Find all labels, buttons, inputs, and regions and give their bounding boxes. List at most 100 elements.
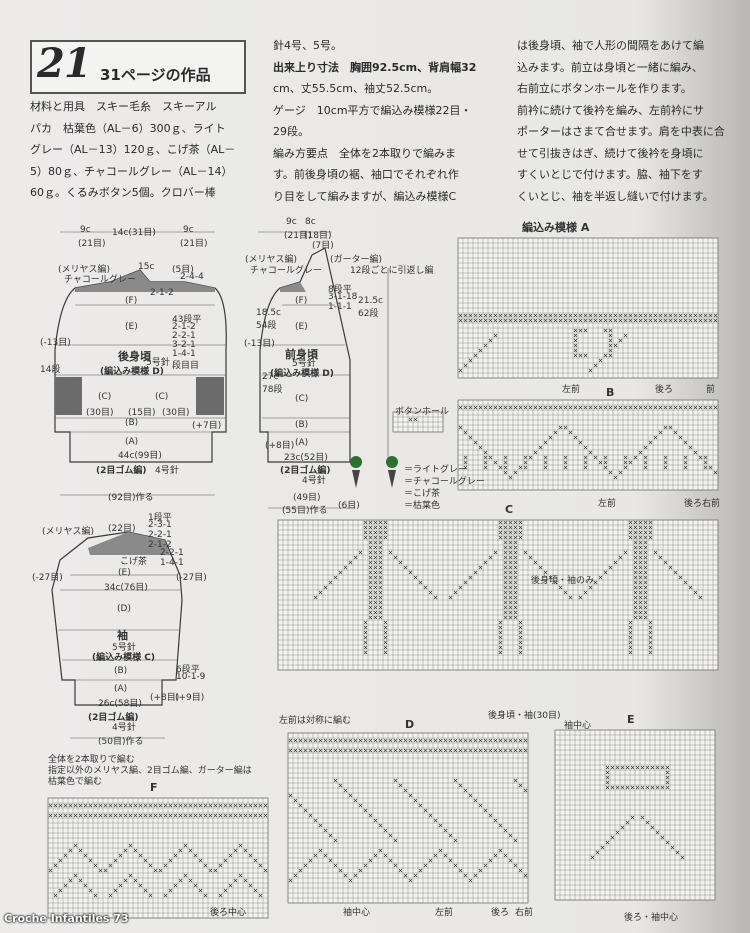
materials-line: 材料と用具 スキー毛糸 スキーアル (30, 100, 217, 113)
front-label: チャコールグレー (250, 266, 322, 276)
back-side: (15目) (128, 408, 156, 418)
front-top-dim: (18目) (304, 231, 332, 241)
front-shoulder-shade (280, 282, 306, 292)
specs-line: 出来上り寸法 胸囲92.5cm、背肩幅32 (273, 60, 477, 74)
sleeve-label: (50目)作る (98, 737, 144, 747)
chart-c-label: 袖中心 (564, 721, 592, 731)
back-label: (メリヤス編) (58, 265, 111, 275)
legend-item: ＝ライトグレー (404, 465, 468, 475)
front-top-dim: (7目) (312, 241, 334, 251)
doll-figures (350, 456, 398, 488)
back-side: (5目) (172, 265, 194, 275)
instructions-line: 込みます。前立は身頃と一緒に編み、 (517, 60, 703, 74)
back-label: 5号針 (146, 358, 170, 368)
back-side: 2-4-4 (180, 272, 204, 282)
front-label: (B) (295, 420, 309, 430)
chart-d-label: 左前 (435, 908, 454, 918)
chart-c-footnote: 左前は対称に編む (279, 716, 352, 726)
front-label: (2目ゴム編) (280, 466, 331, 476)
materials-line: パカ 枯葉色（AL－6）300ｇ、ライト (30, 121, 226, 135)
chart-c-grid (277, 519, 719, 671)
back-label: (C) (155, 392, 169, 402)
back-label: チャコールグレー (64, 275, 136, 285)
front-top-dim: (21目) (284, 231, 312, 241)
chart-e-grid (554, 729, 716, 901)
specs-line: 編み方要点 全体を2本取りで編みま (273, 146, 456, 160)
buttonhole-grid (392, 411, 444, 433)
sleeve-side: 6段平 (176, 665, 200, 675)
back-piece-title: 後身頃 (118, 350, 151, 363)
chart-f-grid (47, 797, 269, 919)
sleeve-label: 26c(58目) (98, 699, 142, 709)
chart-a-grid (457, 237, 719, 379)
materials-line: グレー（AL－13）120ｇ、こげ茶（AL－ (30, 143, 236, 156)
sleeve-label: こげ茶 (120, 557, 148, 567)
front-side: 8段平 (328, 285, 352, 295)
chart-f-title: F (150, 781, 158, 794)
legend-item: ＝枯葉色 (404, 501, 441, 511)
back-label: 44c(99目) (118, 451, 162, 461)
credit-watermark: Croche Infantiles 73 (4, 912, 129, 925)
front-side: 21.5c (358, 296, 383, 306)
chart-d-label: 袖中心 (343, 908, 371, 918)
note-line: 全体を2本取りで編む (48, 755, 135, 765)
sleeve-side: 2-2-1 (148, 530, 172, 540)
back-label: (編込み模様 D) (100, 367, 164, 377)
front-side: (-13目) (244, 339, 275, 349)
instructions-text: は後身頃、袖で人形の間隔をあけて編 込みます。前立は身頃と一緒に編み、 右前立に… (517, 35, 732, 207)
note-line: 枯葉色で編む (48, 777, 103, 787)
front-label: ボタンホール (395, 407, 450, 417)
back-label: (92目)作る (108, 493, 154, 503)
instructions-line: くいとじ、袖を半返し縫いで付けます。 (517, 189, 714, 203)
back-top-dim: (21目) (78, 239, 106, 249)
chart-b-title: B (606, 386, 615, 399)
front-side: 18.5c (256, 308, 281, 318)
sleeve-piece-title: 袖 (117, 629, 128, 642)
back-label: (B) (125, 418, 139, 428)
sleeve-label: (編込み模様 C) (92, 653, 155, 663)
back-band-shade-right (196, 377, 224, 415)
back-label: 4号針 (155, 466, 179, 476)
chart-b-label: 後ろ右前 (684, 499, 721, 509)
front-side: 1-1-1 (328, 302, 352, 312)
sleeve-side: (-27目) (176, 573, 207, 583)
materials-line: 60ｇ。くるみボタン5個。クロバー棒 (30, 186, 216, 199)
back-side: 43段平 (172, 315, 202, 325)
front-label: 4号針 (302, 476, 326, 486)
front-top-dim: 8c (305, 217, 316, 227)
front-side: 62段 (358, 309, 379, 319)
back-label: (C) (98, 392, 112, 402)
back-shoulder-shade (75, 270, 215, 292)
sleeve-top: (22目) (108, 524, 136, 534)
legend-item: ＝こげ茶 (404, 489, 441, 499)
specs-line: 29段。 (273, 125, 309, 138)
chart-f-label: 後ろ中心 (210, 908, 247, 918)
front-label: (編込み模様 D) (270, 369, 334, 379)
instructions-line: 前衿に続けて後衿を編み、左前衿にサ (517, 103, 704, 117)
front-label: (E) (295, 322, 308, 332)
back-top-dim: 9c (183, 225, 194, 235)
chart-a-label: 前 (706, 385, 716, 395)
back-label: (A) (125, 437, 139, 447)
chart-b-label: 左前 (598, 499, 617, 509)
front-label: (A) (295, 438, 309, 448)
specs-line: り目をして編みますが、編込み模様C (273, 189, 457, 203)
chart-a-label: 後ろ (655, 385, 674, 395)
back-side: (30目) (162, 408, 190, 418)
pattern-header-box (30, 40, 246, 94)
front-side: 27c (262, 372, 279, 382)
sleeve-side: 1-4-1 (160, 558, 184, 568)
instructions-line: は後身頃、袖で人形の間隔をあけて編 (517, 39, 704, 52)
pattern-number: 21 (37, 40, 92, 87)
chart-d-label: 後ろ (491, 908, 510, 918)
instructions-line: すくいとじで付けます。脇、袖下をす (517, 168, 703, 181)
instructions-line: せて引抜きはぎ、続けて後衿を身頃に (517, 146, 704, 160)
sleeve-label: 5号針 (112, 643, 136, 653)
specs-line: cm、丈55.5cm、袖丈52.5cm。 (273, 82, 439, 95)
sleeve-label: (E) (118, 568, 131, 578)
specs-line: 針4号、5号。 (273, 39, 342, 52)
specs-line: す。前後身頃の裾、袖口でそれぞれ作 (273, 168, 459, 181)
instructions-line: ポーターはさまて合せます。肩を中表に合 (517, 125, 725, 138)
back-label: (2目ゴム編) (96, 466, 147, 476)
